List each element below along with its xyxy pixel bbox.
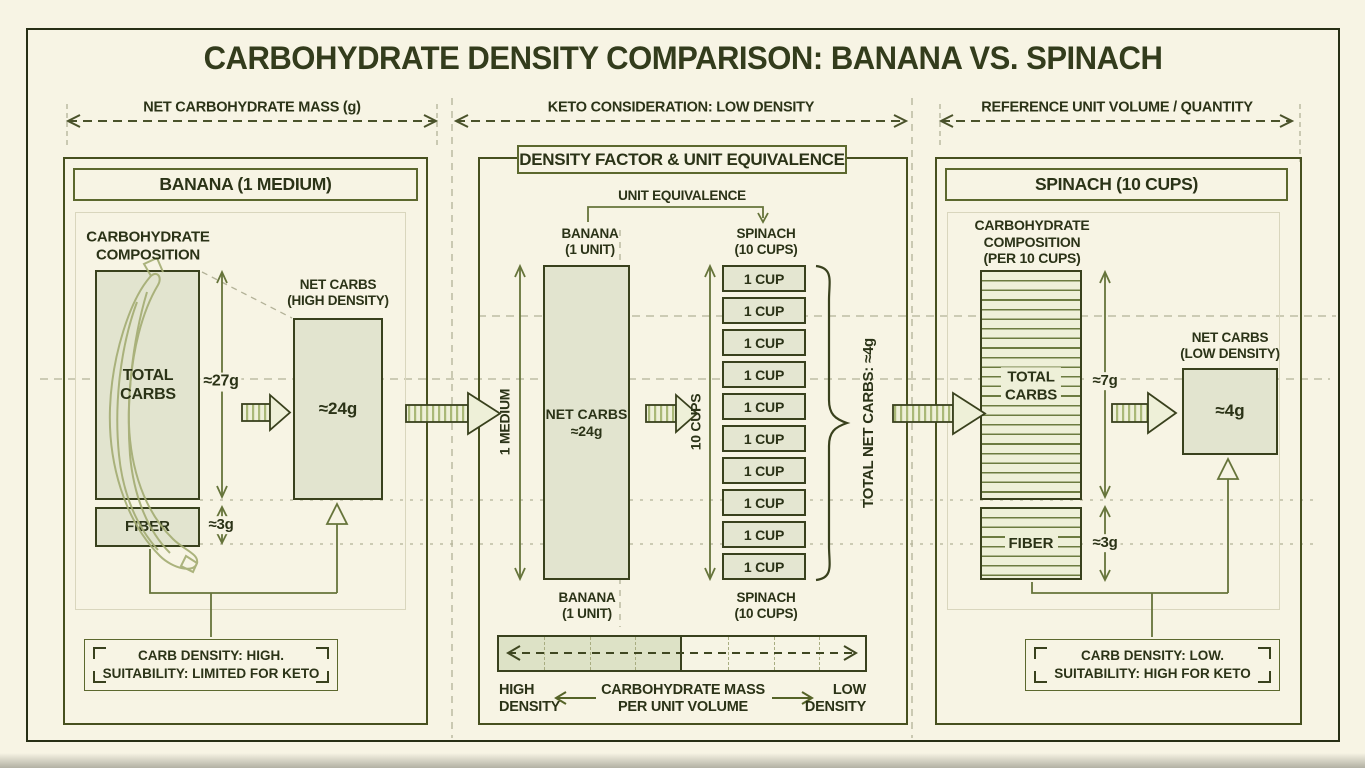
cup-box: 1 CUP: [722, 361, 806, 388]
span-arrow-right: [938, 114, 1295, 128]
spinach-dimension-label: 10 CUPS: [687, 393, 704, 451]
scale-center-label: CARBOHYDRATE MASS PER UNIT VOLUME: [601, 681, 765, 715]
banana-fiber-value: ≈3g: [205, 516, 237, 534]
spinach-total-carbs-label: TOTAL CARBS: [1000, 367, 1062, 405]
banana-dimension-label: 1 MEDIUM: [496, 388, 513, 456]
banana-net-carbs-box: ≈24g: [293, 318, 383, 500]
density-panel-header-label: DENSITY FACTOR & UNIT EQUIVALENCE: [519, 149, 845, 169]
spinach-column-top-label: SPINACH (10 CUPS): [734, 226, 798, 257]
cup-box: 1 CUP: [722, 553, 806, 580]
flow-arrow-icon: [1111, 391, 1178, 435]
dimension-arrows: [216, 263, 1111, 583]
span-arrow-left: [65, 114, 439, 128]
banana-note-text: CARB DENSITY: HIGH. SUITABILITY: LIMITED…: [102, 648, 320, 681]
corner-bracket-icon: [316, 647, 329, 659]
spinach-panel: [935, 157, 1302, 725]
banana-note-box: CARB DENSITY: HIGH. SUITABILITY: LIMITED…: [84, 639, 338, 691]
banana-composition-label: CARBOHYDRATE COMPOSITION: [86, 228, 210, 263]
flow-arrow-icon: [892, 391, 987, 436]
column-label-right: REFERENCE UNIT VOLUME / QUANTITY: [981, 99, 1253, 116]
banana-unit-bar: NET CARBS ≈24g: [543, 265, 630, 580]
spinach-net-carbs-title: NET CARBS (LOW DENSITY): [1180, 330, 1280, 361]
cup-box: 1 CUP: [722, 521, 806, 548]
cup-box: 1 CUP: [722, 393, 806, 420]
flow-arrow-icon: [405, 391, 502, 436]
cup-box: 1 CUP: [722, 489, 806, 516]
column-label-left: NET CARBOHYDRATE MASS (g): [143, 99, 361, 116]
banana-unit-bar-label: NET CARBS ≈24g: [545, 405, 628, 439]
banana-net-carbs-title: NET CARBS (HIGH DENSITY): [287, 277, 389, 308]
scale-low-label: LOW DENSITY: [804, 681, 866, 715]
bottom-fade: [0, 753, 1365, 768]
spinach-panel-header-label: SPINACH (10 CUPS): [1034, 174, 1199, 194]
corner-bracket-icon: [1258, 671, 1271, 683]
corner-bracket-icon: [93, 647, 106, 659]
spinach-composition-label: CARBOHYDRATE COMPOSITION (PER 10 CUPS): [974, 217, 1090, 267]
banana-illustration: [108, 256, 199, 574]
banana-column-top-label: BANANA (1 UNIT): [561, 226, 619, 257]
brace-total-label: TOTAL NET CARBS: ≈4g: [860, 338, 878, 508]
flow-arrow-icon: [241, 393, 292, 432]
density-scale-arrow: [506, 645, 858, 661]
spinach-fiber-value: ≈3g: [1089, 534, 1121, 552]
banana-net-carbs-value: ≈24g: [318, 398, 358, 418]
spinach-note-box: CARB DENSITY: LOW. SUITABILITY: HIGH FOR…: [1025, 639, 1280, 691]
scale-caption-arrows: [554, 691, 814, 705]
corner-bracket-icon: [1034, 671, 1047, 683]
page-title: CARBOHYDRATE DENSITY COMPARISON: BANANA …: [203, 40, 1163, 77]
cup-box: 1 CUP: [722, 457, 806, 484]
corner-bracket-icon: [316, 671, 329, 683]
corner-bracket-icon: [93, 671, 106, 683]
spinach-cup-stack: 1 CUP 1 CUP 1 CUP 1 CUP 1 CUP 1 CUP 1 CUP 1 CUP…: [722, 265, 806, 580]
brace-icon: [815, 264, 851, 582]
spinach-net-carbs-box: ≈4g: [1182, 368, 1278, 455]
span-arrow-middle: [453, 114, 909, 128]
cup-box: 1 CUP: [722, 297, 806, 324]
corner-bracket-icon: [1258, 647, 1271, 659]
flow-arrow-icon: [645, 393, 699, 434]
connector-lines: [149, 456, 1240, 637]
cup-box: 1 CUP: [722, 425, 806, 452]
spinach-total-carbs-value: ≈7g: [1089, 372, 1121, 390]
unit-equivalence-bracket-icon: [587, 206, 769, 224]
banana-total-carbs-value: ≈27g: [200, 372, 242, 392]
banana-panel-header: BANANA (1 MEDIUM): [73, 168, 418, 201]
spinach-fiber-label: FIBER: [1004, 533, 1058, 554]
cup-box: 1 CUP: [722, 265, 806, 292]
spinach-note-text: CARB DENSITY: LOW. SUITABILITY: HIGH FOR…: [1054, 648, 1251, 681]
banana-panel: [63, 157, 428, 725]
corner-bracket-icon: [1034, 647, 1047, 659]
scale-high-label: HIGH DENSITY: [499, 681, 561, 715]
unit-equivalence-label: UNIT EQUIVALENCE: [618, 188, 746, 204]
banana-total-carbs-label: TOTAL CARBS: [120, 367, 176, 403]
outer-frame: [26, 28, 1340, 742]
cup-box: 1 CUP: [722, 329, 806, 356]
spinach-column-bottom-label: SPINACH (10 CUPS): [734, 590, 798, 621]
banana-column-bottom-label: BANANA (1 UNIT): [558, 590, 616, 621]
column-label-middle: KETO CONSIDERATION: LOW DENSITY: [547, 99, 815, 116]
banana-panel-header-label: BANANA (1 MEDIUM): [159, 174, 332, 194]
spinach-net-carbs-value: ≈4g: [1215, 401, 1245, 421]
spinach-panel-header: SPINACH (10 CUPS): [945, 168, 1288, 201]
density-panel-header: DENSITY FACTOR & UNIT EQUIVALENCE: [517, 145, 847, 174]
spinach-fiber-box: FIBER: [980, 507, 1082, 580]
